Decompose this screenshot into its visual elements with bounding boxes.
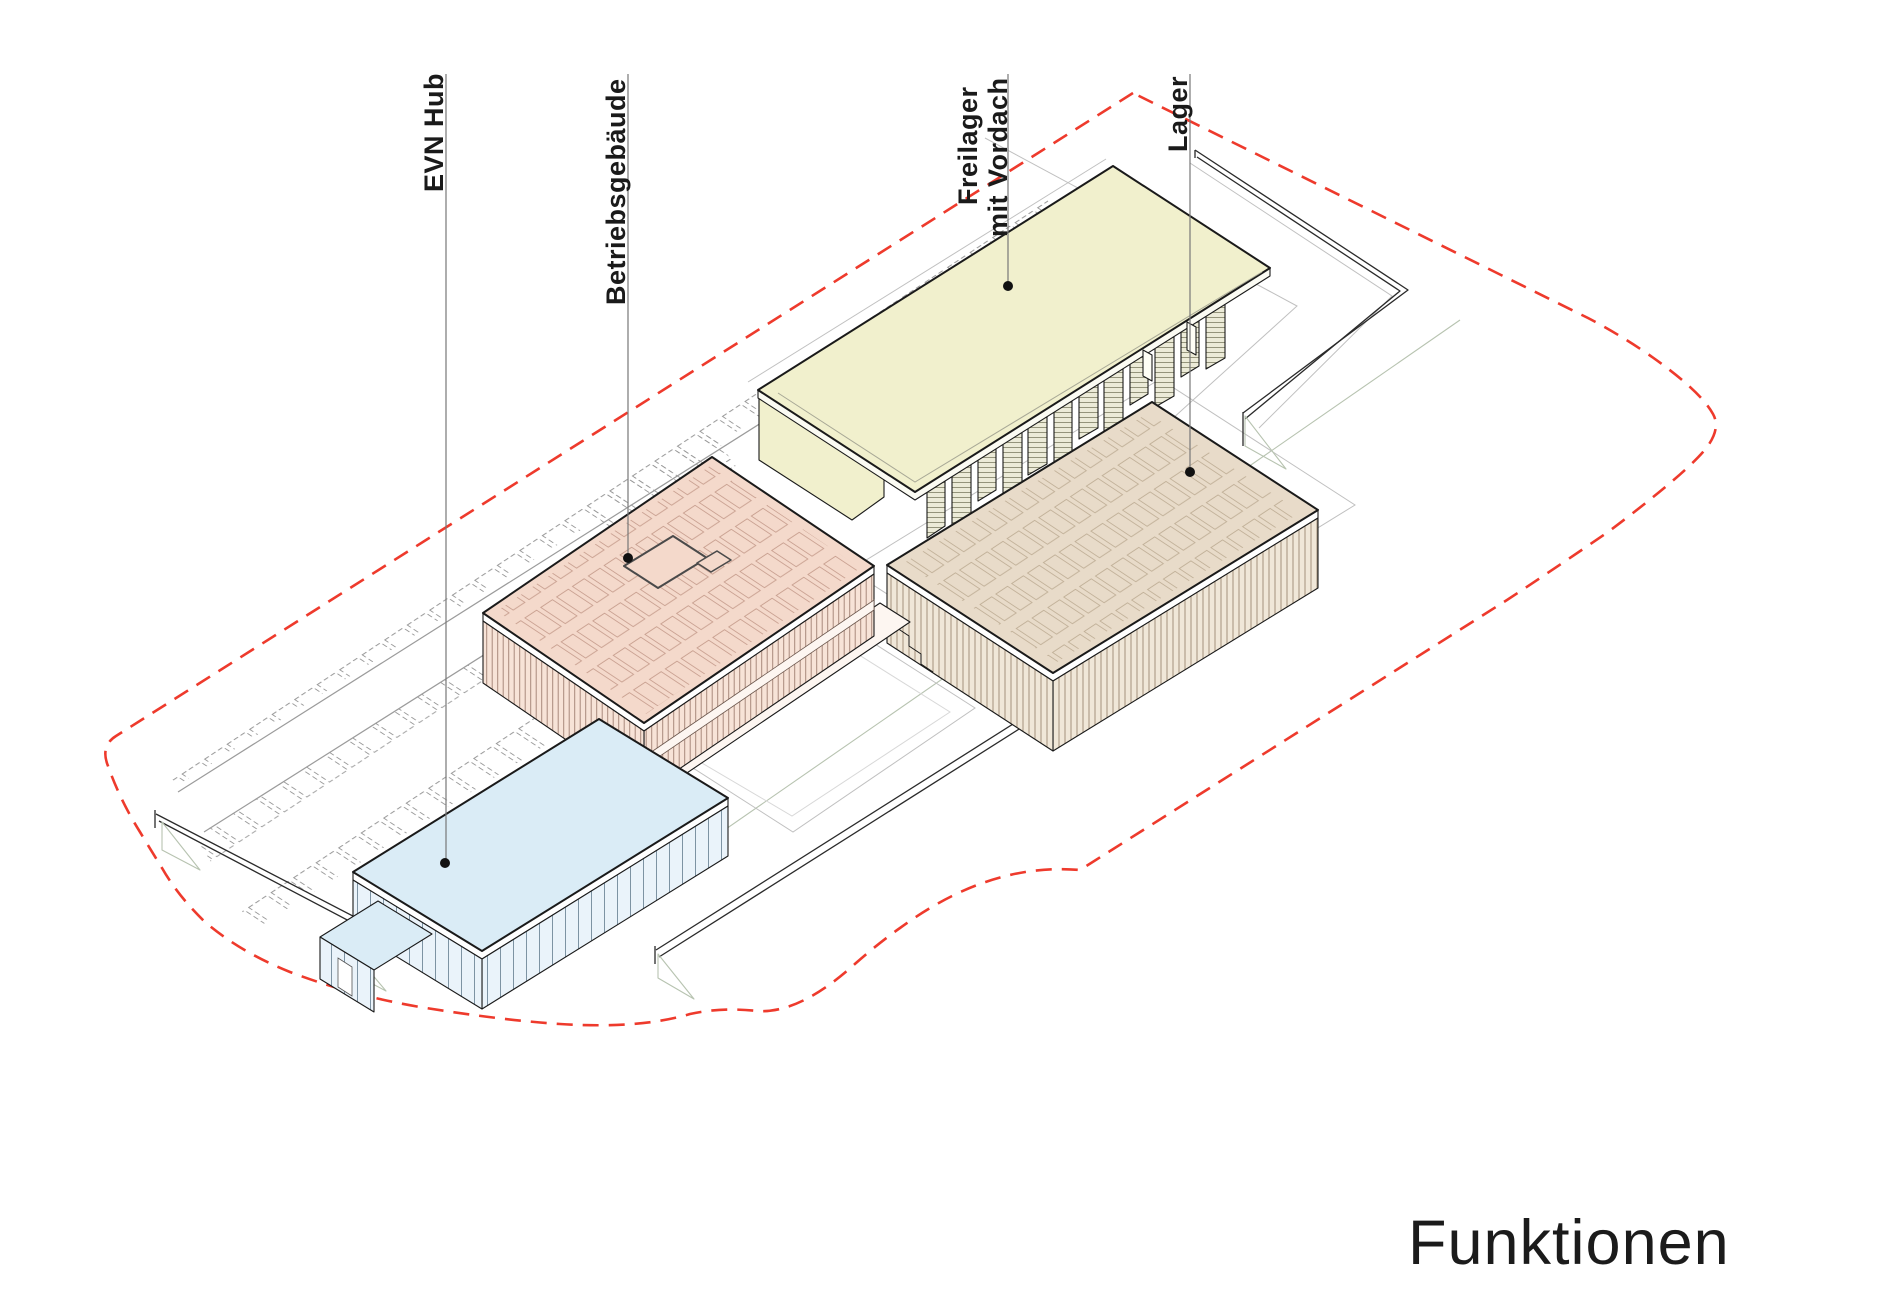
building-evn-hub bbox=[319, 718, 729, 1013]
yard-line-freilager bbox=[747, 158, 1107, 383]
building-freilager bbox=[757, 165, 1271, 539]
wall-brace-tr bbox=[1244, 415, 1287, 470]
label-lager: Lager bbox=[1163, 76, 1193, 152]
label-evn-hub: EVN Hub bbox=[419, 73, 449, 192]
freilager-roof bbox=[757, 165, 1271, 493]
freilager-fin-2 bbox=[1186, 321, 1197, 356]
evn-roof bbox=[352, 718, 729, 952]
label-betriebsgebaeude: Betriebsgebäude bbox=[601, 78, 631, 305]
leader-dot-lager bbox=[1185, 467, 1195, 477]
building-lager bbox=[886, 401, 1319, 752]
lager-roof-grid bbox=[904, 413, 1301, 662]
wall-brace-west-1 bbox=[161, 821, 201, 871]
freilager-roof-inner-line bbox=[777, 271, 1263, 483]
evn-annex-door bbox=[337, 957, 353, 997]
betrieb-roof-grid bbox=[497, 466, 860, 714]
leader-dot-betriebsgebaeude bbox=[623, 553, 633, 563]
annotations: EVN Hub Betriebsgebäude Freilager mit Vo… bbox=[419, 73, 1195, 868]
label-freilager-line1: Freilager bbox=[953, 86, 983, 205]
site-boundary bbox=[104, 91, 1718, 1027]
page-title: Funktionen bbox=[1408, 1208, 1730, 1278]
betrieb-penthouse-small bbox=[696, 550, 732, 573]
yard-outline-inner bbox=[1189, 162, 1393, 429]
leader-dot-freilager bbox=[1003, 281, 1013, 291]
parking-band-upper bbox=[145, 177, 1063, 787]
wall-brace-center bbox=[657, 953, 695, 1000]
label-freilager-line2: mit Vordach bbox=[983, 77, 1013, 237]
freilager-fin-1 bbox=[1142, 349, 1153, 382]
leader-dot-evn-hub bbox=[440, 858, 450, 868]
